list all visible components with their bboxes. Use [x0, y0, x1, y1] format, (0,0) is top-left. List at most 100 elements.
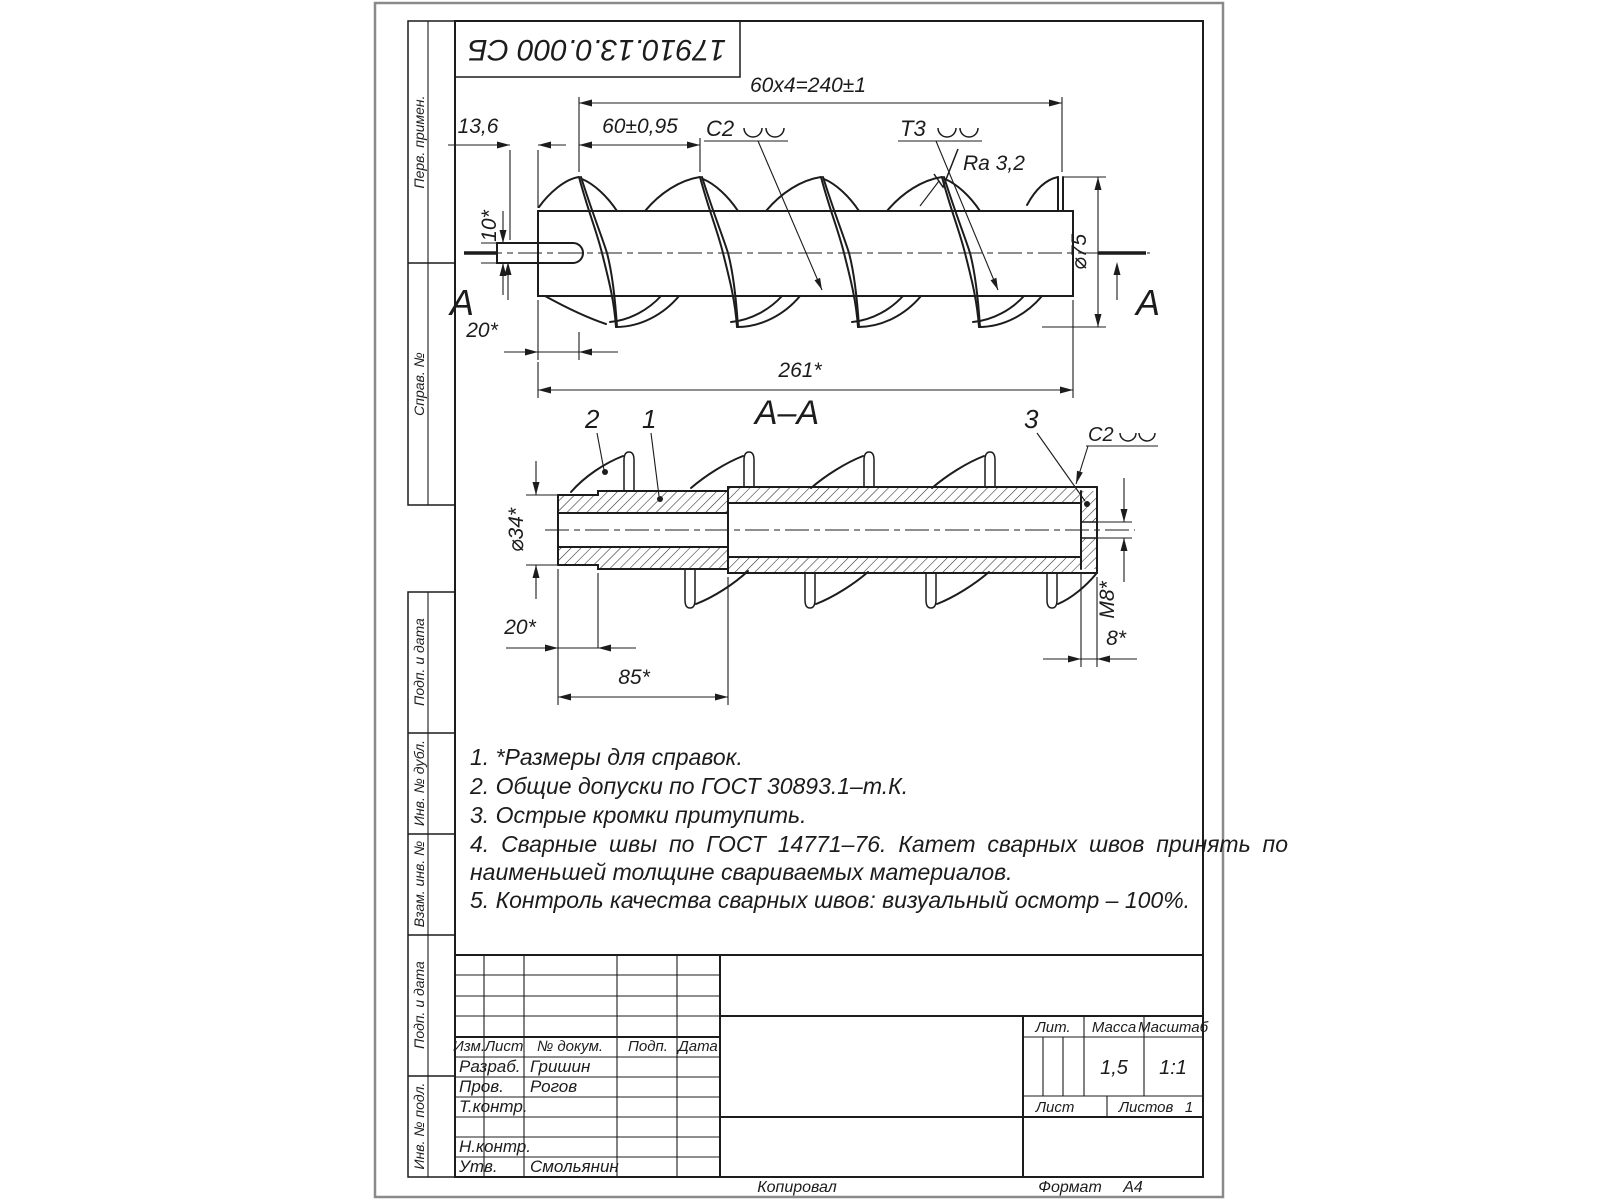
- tb-scale-value: 1:1: [1159, 1057, 1187, 1079]
- footer-format-label: Формат: [1038, 1179, 1102, 1196]
- tb-mass-value: 1,5: [1100, 1057, 1129, 1079]
- tube-walls-hatched: [558, 487, 1097, 573]
- footer-format-value: А4: [1122, 1179, 1143, 1196]
- dim-261: 261*: [537, 300, 1074, 398]
- svg-text:C2: C2: [1088, 424, 1114, 446]
- margin-label-inv-podl: Инв. № подл.: [411, 1083, 427, 1170]
- main-view-screw: 60x4=240±1 60±0,95 13,6 10*: [448, 74, 1160, 398]
- flight-fins-bottom: [684, 568, 1097, 609]
- section-title: А–А: [753, 394, 819, 432]
- dim-13-6: 13,6: [448, 115, 566, 240]
- dim-d34-text: ⌀34*: [505, 507, 528, 552]
- dim-m8: М8*: [1096, 478, 1132, 619]
- tb-role-tkontr: Т.контр.: [459, 1097, 528, 1116]
- tb-name-utv: Смольянин: [530, 1157, 619, 1176]
- screw-tube: [537, 210, 1074, 297]
- dim-d34: ⌀34*: [505, 461, 560, 599]
- dim-d75: ⌀75: [1042, 176, 1106, 328]
- screw-end-slot: [496, 242, 584, 264]
- tb-name-prov: Рогов: [530, 1077, 577, 1096]
- note-line: наименьшей толщине свариваемых материало…: [470, 859, 1013, 885]
- dim-85: 85*: [558, 577, 729, 705]
- tb-sheets-value: 1: [1185, 1099, 1193, 1116]
- tb-header-izm: Изм.: [453, 1038, 485, 1055]
- dim-20-section-text: 20*: [503, 616, 536, 639]
- svg-text:2: 2: [584, 404, 600, 434]
- note-line: 4. Сварные швы по ГОСТ 14771–76. Катет с…: [470, 831, 1288, 857]
- dim-m8-text: М8*: [1096, 581, 1119, 619]
- pos-label-3: 3: [1024, 404, 1090, 507]
- weld-callout-c2: C2: [704, 116, 823, 291]
- pos-label-1: 1: [642, 404, 663, 502]
- dim-20-main-text: 20*: [465, 319, 498, 342]
- end-cap-hole: [1081, 521, 1097, 539]
- dim-pitch-total-text: 60x4=240±1: [750, 74, 866, 97]
- tb-mass-label: Масса: [1092, 1019, 1136, 1036]
- dim-8-text: 8*: [1106, 627, 1127, 650]
- tb-role-prov: Пров.: [459, 1077, 504, 1096]
- doc-number-box: 17910.13.0.000 СБ: [454, 20, 741, 78]
- tb-role-utv: Утв.: [458, 1157, 498, 1176]
- tb-lit-label: Лит.: [1034, 1019, 1070, 1036]
- weld-seam-icon: [1119, 432, 1156, 442]
- weld-seam-icon: [743, 127, 785, 138]
- section-letter-right: А: [1134, 282, 1160, 323]
- tb-sheet-label: Лист: [1035, 1099, 1075, 1116]
- dim-13-6-text: 13,6: [458, 115, 499, 138]
- sheet: [373, 1, 1225, 1199]
- margin-label-podp-data-2: Подп. и дата: [411, 961, 427, 1049]
- note-line: 3. Острые кромки притупить.: [470, 802, 807, 828]
- margin-label-sprav-no: Справ. №: [411, 352, 427, 416]
- dim-pitch-text: 60±0,95: [602, 115, 678, 138]
- footer-copied: Копировал: [757, 1179, 837, 1196]
- dim-d75-text: ⌀75: [1068, 234, 1091, 270]
- tb-scale-label: Масштаб: [1138, 1019, 1209, 1036]
- margin-stamps-top: Перв. примен. Справ. №: [407, 20, 456, 506]
- tb-role-nkontr: Н.контр.: [459, 1137, 531, 1156]
- weld-callout-c2-section: C2: [1075, 424, 1158, 485]
- tb-header-podp: Подп.: [628, 1038, 668, 1055]
- tb-sheets-label: Листов: [1118, 1099, 1174, 1116]
- dim-10-text: 10*: [478, 209, 501, 241]
- flight-fins-top: [570, 451, 996, 493]
- tube-outline: [557, 486, 1098, 574]
- weld-t3-text: Т3: [900, 116, 926, 141]
- dim-pitch: 60±0,95: [579, 115, 701, 172]
- dim-85-text: 85*: [618, 666, 650, 689]
- margin-stamps-bottom: Подп. и дата Инв. № дубл. Взам. инв. № П…: [407, 591, 456, 1178]
- section-view: А–А: [503, 394, 1158, 705]
- margin-label-podp-data-1: Подп. и дата: [411, 618, 427, 706]
- doc-number: 17910.13.0.000 СБ: [468, 33, 726, 66]
- dim-20-main: 20*: [465, 300, 618, 360]
- svg-text:3: 3: [1024, 404, 1039, 434]
- tb-header-data: Дата: [676, 1038, 718, 1055]
- dim-261-text: 261*: [777, 359, 822, 382]
- section-letter-left: А: [448, 282, 474, 323]
- tb-header-list: Лист: [484, 1038, 524, 1055]
- roughness-text: Ra 3,2: [963, 152, 1025, 175]
- note-line: 1. *Размеры для справок.: [470, 744, 743, 770]
- title-block: Изм. Лист № докум. Подп. Дата Разраб. Гр…: [453, 954, 1209, 1178]
- svg-text:1: 1: [642, 404, 656, 434]
- dim-pitch-total: 60x4=240±1: [578, 74, 1063, 172]
- margin-label-perv-primen: Перв. примен.: [411, 95, 427, 188]
- roughness-check-icon: [933, 148, 959, 189]
- technical-notes: 1. *Размеры для справок. 2. Общие допуск…: [469, 744, 1288, 913]
- section-cut-a-right: А: [1098, 251, 1160, 323]
- dim-10: 10*: [478, 209, 534, 295]
- note-line: 5. Контроль качества сварных швов: визуа…: [470, 887, 1190, 913]
- footer-strip: Копировал Формат А4: [757, 1179, 1143, 1196]
- pos-label-2: 2: [584, 404, 608, 475]
- dim-20-section: 20*: [503, 569, 636, 705]
- screw-flight-end: [1026, 176, 1064, 212]
- tb-header-ndok: № докум.: [537, 1038, 603, 1055]
- tb-name-razrab: Гришин: [530, 1057, 591, 1076]
- margin-label-vzam-inv: Взам. инв. №: [411, 841, 427, 928]
- roughness-callout: Ra 3,2: [919, 148, 1025, 207]
- section-cut-a-left: А: [448, 251, 512, 323]
- tb-role-razrab: Разраб.: [459, 1057, 521, 1076]
- margin-label-inv-dubl: Инв. № дубл.: [411, 740, 427, 826]
- weld-c2-text: C2: [706, 116, 734, 141]
